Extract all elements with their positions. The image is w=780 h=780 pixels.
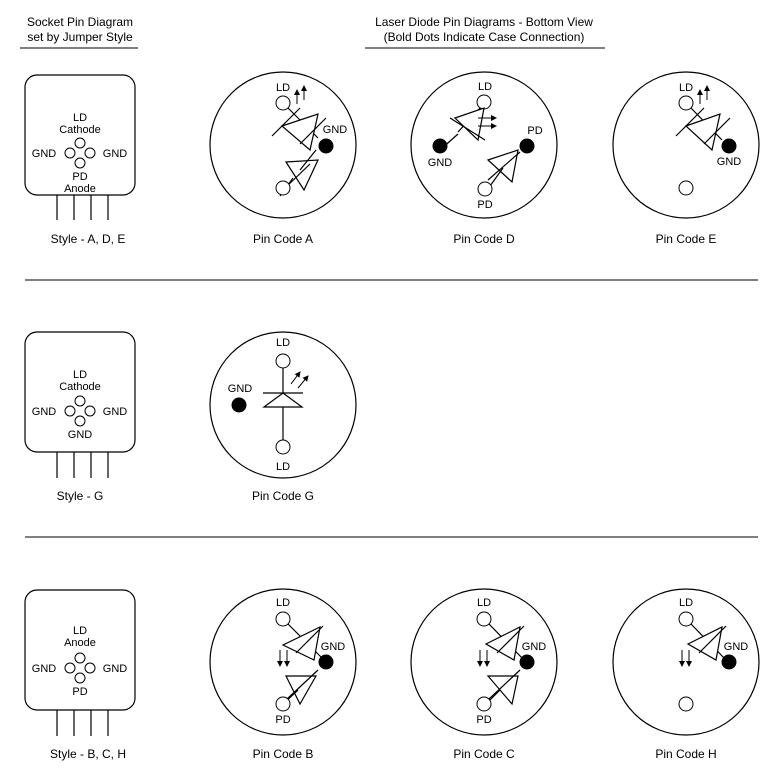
pin-code-e-caption: Pin Code E xyxy=(656,232,717,246)
socket-label-top2: Cathode xyxy=(59,381,101,393)
pin-c-gnd-label: GND xyxy=(522,641,547,653)
pin-code-g-caption: Pin Code G xyxy=(252,489,314,503)
pin-a-gnd-label: GND xyxy=(323,124,348,136)
pin-g-ld-top-label: LD xyxy=(276,337,290,349)
pin-code-a-caption: Pin Code A xyxy=(253,232,313,246)
socket-header-line1: Socket Pin Diagram xyxy=(27,15,133,29)
laser-header-line2: (Bold Dots Indicate Case Connection) xyxy=(384,30,585,44)
pin-b-ld-label: LD xyxy=(276,597,290,609)
pin-code-d-diagram: LD GND PD PD xyxy=(410,71,558,219)
pin-h-gnd-label: GND xyxy=(724,641,749,653)
socket-label-top2: Cathode xyxy=(59,124,101,136)
pin-c-ld-label: LD xyxy=(477,597,491,609)
pin-g-ld-bottom-label: LD xyxy=(276,461,290,473)
pin-code-a-diagram: LD GND xyxy=(209,71,357,219)
socket-header-line2: set by Jumper Style xyxy=(27,30,133,44)
socket-caption: Style - G xyxy=(57,489,104,503)
pin-b-pd-label: PD xyxy=(275,714,290,726)
pin-d-pd-right-label: PD xyxy=(527,125,542,137)
socket-style-ade: LD Cathode GND GND PD Anode xyxy=(24,74,136,220)
socket-label-top1: LD xyxy=(73,369,87,381)
socket-label-right: GND xyxy=(103,406,128,418)
socket-label-bottom1: PD xyxy=(72,171,87,183)
socket-caption: Style - A, D, E xyxy=(51,232,126,246)
pin-code-h-caption: Pin Code H xyxy=(655,747,716,761)
pin-d-gnd-label: GND xyxy=(428,157,453,169)
pin-b-gnd-label: GND xyxy=(321,641,346,653)
socket-label-top1: LD xyxy=(73,625,87,637)
pin-code-h-diagram: LD GND xyxy=(612,588,760,736)
pin-e-ld-label: LD xyxy=(679,82,693,94)
laser-header-line1: Laser Diode Pin Diagrams - Bottom View xyxy=(375,15,593,29)
socket-label-left: GND xyxy=(32,148,57,160)
socket-label-left: GND xyxy=(32,406,57,418)
pin-code-c-caption: Pin Code C xyxy=(453,747,515,761)
pin-d-ld-label: LD xyxy=(478,81,492,93)
pin-code-b-diagram: LD GND PD xyxy=(209,588,357,736)
pin-code-b-caption: Pin Code B xyxy=(253,747,314,761)
socket-label-right: GND xyxy=(103,663,128,675)
pin-code-c-diagram: LD GND PD xyxy=(410,588,558,736)
socket-label-left: GND xyxy=(32,663,57,675)
socket-caption: Style - B, C, H xyxy=(50,747,126,761)
pin-code-g-diagram: LD LD GND xyxy=(209,331,357,479)
pin-c-pd-label: PD xyxy=(476,714,491,726)
socket-label-bottom2: Anode xyxy=(64,183,96,195)
pin-h-ld-label: LD xyxy=(679,597,693,609)
pin-e-gnd-label: GND xyxy=(717,156,742,168)
socket-label-top1: LD xyxy=(73,112,87,124)
socket-label-bottom1: GND xyxy=(68,429,93,441)
socket-style-g: LD Cathode GND GND GND xyxy=(24,331,136,478)
socket-label-top2: Anode xyxy=(64,637,96,649)
socket-style-bch: LD Anode GND GND PD xyxy=(24,589,136,736)
pin-d-pd-bottom-label: PD xyxy=(477,199,492,211)
pin-a-ld-label: LD xyxy=(276,82,290,94)
socket-label-bottom1: PD xyxy=(72,686,87,698)
pin-code-e-diagram: LD GND xyxy=(612,71,760,219)
socket-label-right: GND xyxy=(103,148,128,160)
pin-g-gnd-label: GND xyxy=(228,383,253,395)
pin-code-d-caption: Pin Code D xyxy=(453,232,515,246)
